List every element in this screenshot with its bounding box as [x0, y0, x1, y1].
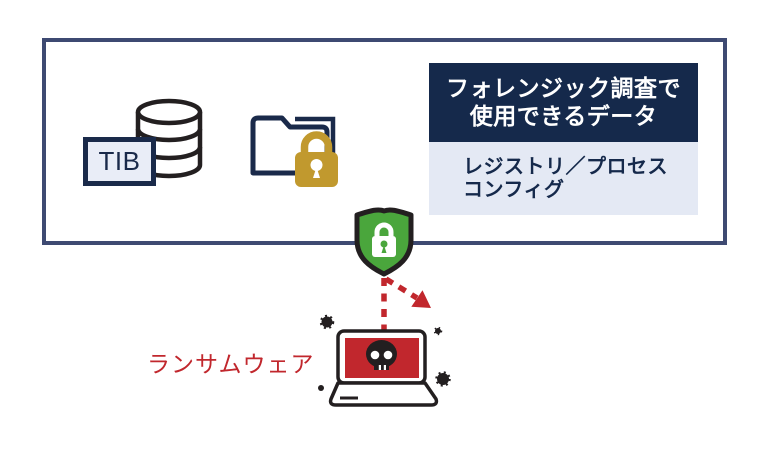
arrowhead [411, 290, 431, 308]
forensic-panel-header-line1: フォレンジック調査で [446, 75, 681, 101]
deflected-attack-arrow-icon [381, 276, 431, 334]
shield-lock-icon [354, 207, 414, 277]
forensic-panel-body: レジストリ／プロセス コンフィグ [429, 142, 698, 215]
virus-particle-icon [433, 326, 443, 336]
forensic-panel-header: フォレンジック調査で 使用できるデータ [429, 63, 698, 142]
skull-icon [366, 340, 397, 370]
ransomware-label: ランサムウェア [147, 351, 315, 377]
locked-folder-icon [250, 115, 338, 187]
virus-particle-icon [318, 385, 324, 391]
forensic-panel-body-line1: レジストリ／プロセス [463, 156, 668, 178]
tib-badge: TIB [83, 137, 156, 186]
white-lock-icon [372, 222, 396, 257]
virus-particle-icon [435, 371, 451, 387]
forensic-panel-header-line2: 使用できるデータ [469, 103, 658, 129]
ransomware-laptop-icon [318, 314, 451, 407]
virus-particle-icon [319, 314, 335, 330]
gold-lock-icon [295, 131, 338, 187]
tib-badge-label: TIB [98, 146, 141, 176]
forensic-panel-body-line2: コンフィグ [463, 179, 565, 201]
